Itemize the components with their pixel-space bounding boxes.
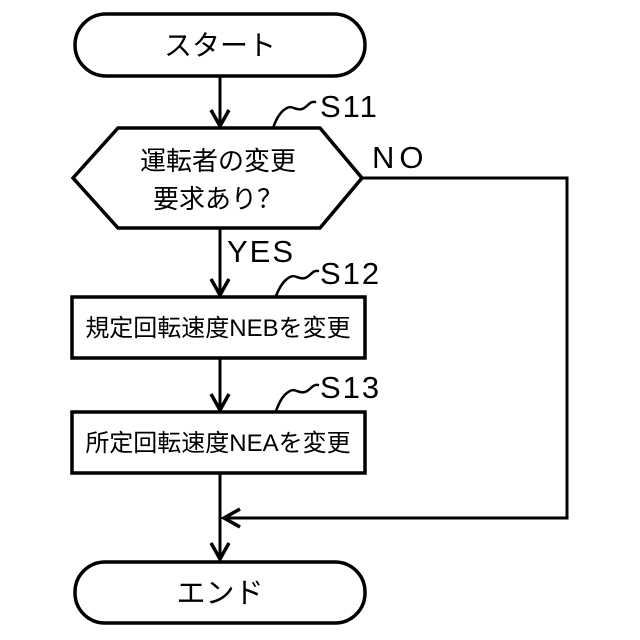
process-box-s12 [70,295,367,360]
end-label: エンド [176,578,263,610]
decision-text-line1: 運転者の変更 [140,146,296,176]
decision-text-line2: 要求あり？ [153,184,283,214]
yes-branch-label: YES [227,234,295,269]
no-branch-line [226,176,569,520]
arrowhead-down-icon [209,278,231,299]
no-branch-label: NO [372,140,429,175]
arrowhead-down-icon [209,542,231,563]
arrowhead-down-icon [209,393,231,414]
end-terminal [73,560,367,625]
lead-squiggle-s13-icon [274,383,320,413]
arrowhead-left-merge-icon [220,507,241,529]
lead-squiggle-s12-icon [274,269,320,298]
step-label-s13: S13 [320,370,381,405]
start-label: スタート [164,30,276,61]
process-box-s13 [70,410,367,475]
lead-squiggle-s11-icon [271,100,317,130]
process-label-s12: 規定回転速度NEBを変更 [85,315,350,342]
step-label-s12: S12 [320,256,381,291]
step-label-s11: S11 [320,89,379,124]
process-label-s13: 所定回転速度NEAを変更 [85,430,350,457]
arrowhead-down-icon [209,109,231,130]
